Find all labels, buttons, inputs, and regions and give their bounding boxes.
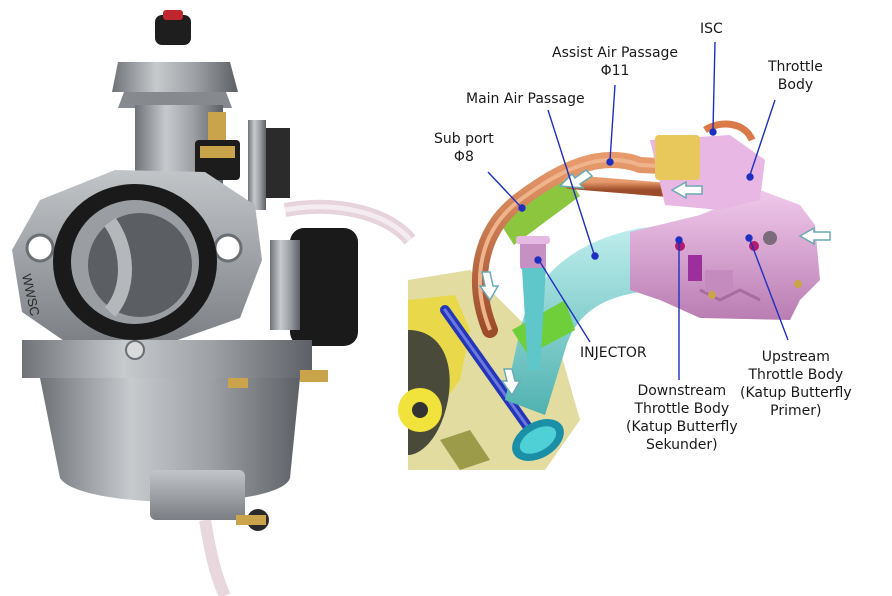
label-downstream-line4: Sekunder) [645, 437, 718, 453]
label-downstream-line2: Throttle Body [634, 401, 730, 417]
flow-arrow-sub [558, 169, 594, 189]
leader-lines [487, 41, 789, 380]
leader-isc [712, 41, 716, 131]
label-sub-port: Sub port Φ8 [434, 130, 494, 166]
label-upstream-line1: Upstream [761, 349, 830, 365]
leader-sub-port [487, 171, 521, 207]
leader-upstream [749, 239, 789, 341]
leader-main-air [547, 109, 595, 255]
flow-arrows [478, 169, 831, 397]
label-upstream-line3: (Katup Butterfly [740, 385, 852, 401]
bowl-gasket-plate [22, 340, 312, 378]
leader-assist-air [609, 84, 616, 161]
label-throttle-body-line2: Body [777, 77, 814, 93]
label-injector: INJECTOR [580, 345, 647, 361]
flow-arrow-inlet [798, 226, 831, 246]
leader-injector [539, 261, 591, 343]
label-main-air: Main Air Passage [466, 91, 585, 107]
flange-bolt-hole-left [25, 233, 55, 263]
top-nut [112, 62, 238, 92]
label-assist-air-line2: Φ11 [600, 63, 630, 79]
flange-bolt-hole-right [213, 233, 243, 263]
top-cap [155, 15, 191, 45]
flow-arrow-valve [500, 368, 522, 397]
label-upstream-line2: Throttle Body [748, 367, 844, 383]
label-upstream-line4: Primer) [770, 403, 822, 419]
fi-diagram [398, 41, 831, 470]
label-assist-air: Assist Air Passage Φ11 [552, 44, 678, 80]
label-downstream: Downstream Throttle Body (Katup Butterfl… [626, 382, 738, 454]
isc-unit [655, 135, 700, 180]
label-upstream: Upstream Throttle Body (Katup Butterfly … [740, 348, 852, 420]
label-throttle-body-line1: Throttle [768, 59, 823, 75]
label-sub-port-line1: Sub port [434, 131, 494, 147]
label-throttle-body: Throttle Body [768, 58, 823, 94]
label-sub-port-line2: Φ8 [453, 149, 474, 165]
flow-arrow-down-left [478, 271, 500, 302]
label-assist-air-line1: Assist Air Passage [552, 45, 679, 61]
drain-hose [199, 519, 231, 596]
throttle-body [630, 190, 820, 320]
label-downstream-line1: Downstream [637, 383, 727, 399]
idle-screw [208, 112, 226, 142]
label-isc: ISC [700, 21, 723, 37]
carburetor-photo: WWSC [12, 10, 416, 596]
flow-arrow-assist [670, 180, 703, 200]
leader-throttle-body [749, 99, 776, 176]
sub-port-passage [498, 172, 580, 245]
label-downstream-line3: (Katup Butterfly [626, 419, 738, 435]
rubber-boot [290, 228, 358, 346]
main-air-passage [505, 226, 668, 415]
